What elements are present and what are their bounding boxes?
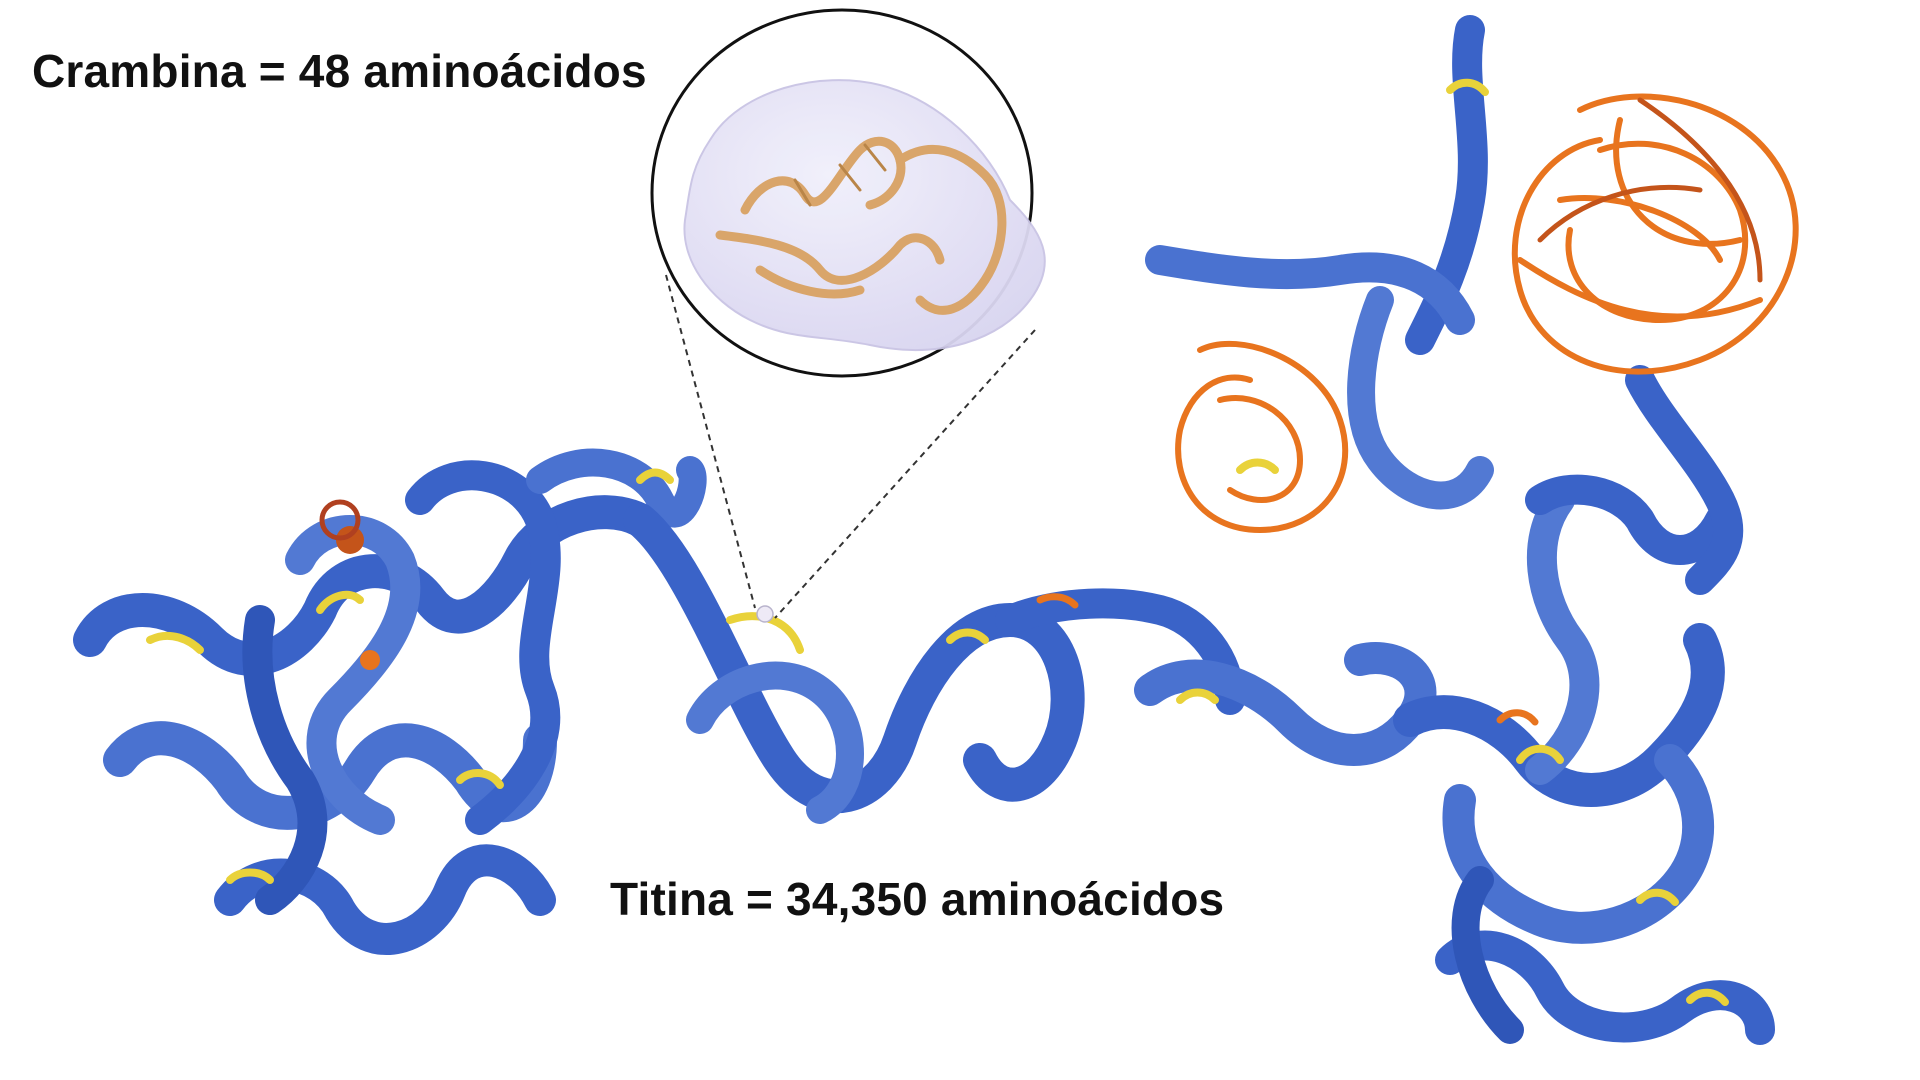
titin-left-cluster — [73, 448, 707, 955]
crambin-inset — [650, 8, 1046, 623]
titin-right-cluster — [1393, 474, 1775, 1045]
titin-upper-right — [1145, 15, 1799, 595]
crambin-tiny-marker — [756, 605, 774, 623]
titin-label: Titina = 34,350 aminoácidos — [610, 873, 1225, 925]
crambin-label: Crambina = 48 aminoácidos — [32, 45, 647, 97]
titin-middle-chain — [623, 503, 1437, 824]
callout-line-right — [774, 329, 1036, 619]
callout-line-left — [665, 274, 756, 609]
